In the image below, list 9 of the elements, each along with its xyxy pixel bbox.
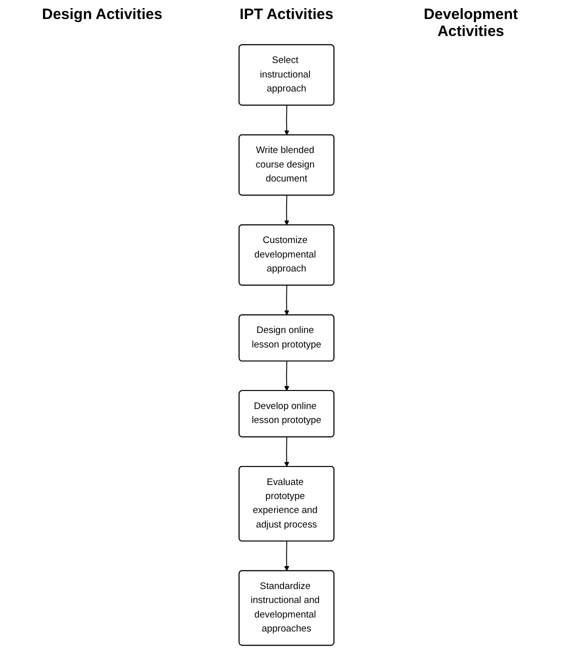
arrow xyxy=(284,105,290,136)
column-heading: IPT Activities xyxy=(238,6,334,25)
column-heading: Development Activities xyxy=(422,6,519,40)
arrow xyxy=(284,195,290,226)
arrow xyxy=(284,436,290,467)
arrow xyxy=(284,360,290,392)
arrow xyxy=(284,285,290,316)
column-heading: Design Activities xyxy=(40,6,164,25)
arrow xyxy=(284,540,290,572)
